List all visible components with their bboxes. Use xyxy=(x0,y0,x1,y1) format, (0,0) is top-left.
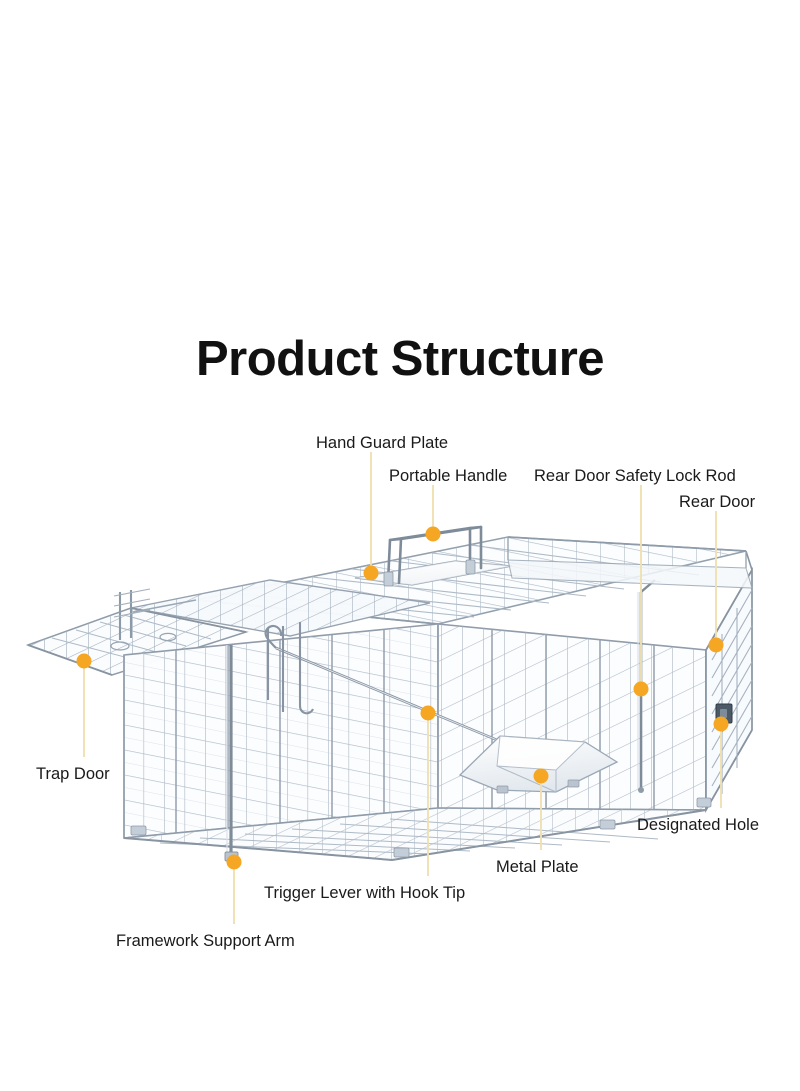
cage-front-stiles xyxy=(123,624,707,838)
callout-leaders xyxy=(76,452,729,924)
cage-roof-left-panel xyxy=(130,579,431,637)
callout-label-designated-hole: Designated Hole xyxy=(637,816,759,834)
callout-marker-hand-guard-plate xyxy=(363,565,379,581)
callout-label-portable-handle: Portable Handle xyxy=(389,467,508,485)
callout-label-rear-door-safety-lock-rod: Rear Door Safety Lock Rod xyxy=(534,467,736,485)
cage-rear-upper-band xyxy=(507,559,753,589)
callout-marker-rear-door xyxy=(708,637,724,653)
rear-door-panel xyxy=(705,566,753,814)
cage-illustration xyxy=(25,525,753,862)
callout-marker-framework-support-arm xyxy=(226,854,242,870)
page-title: Product Structure xyxy=(195,332,605,386)
callout-marker-trigger-lever-with-hook-tip xyxy=(420,705,436,721)
callout-label-framework-support-arm: Framework Support Arm xyxy=(116,932,295,950)
callout-marker-metal-plate xyxy=(533,768,549,784)
callout-label-rear-door: Rear Door xyxy=(679,493,756,511)
callout-marker-rear-door-safety-lock-rod xyxy=(633,681,649,697)
cage-internal-rods xyxy=(266,622,314,715)
callout-label-trap-door: Trap Door xyxy=(36,765,110,783)
cage-front-face xyxy=(123,623,439,839)
portable-handle-mounts xyxy=(383,559,476,587)
callout-marker-trap-door xyxy=(76,653,92,669)
trap-door-frame xyxy=(113,588,197,640)
metal-plate xyxy=(458,735,619,794)
callout-marker-portable-handle xyxy=(425,526,441,542)
callout-label-hand-guard-plate: Hand Guard Plate xyxy=(316,434,449,452)
callout-label-trigger-lever-with-hook-tip: Trigger Lever with Hook Tip xyxy=(264,884,466,902)
callout-label-metal-plate: Metal Plate xyxy=(496,858,579,876)
callout-marker-designated-hole xyxy=(713,716,729,732)
cage-feet xyxy=(130,797,712,858)
